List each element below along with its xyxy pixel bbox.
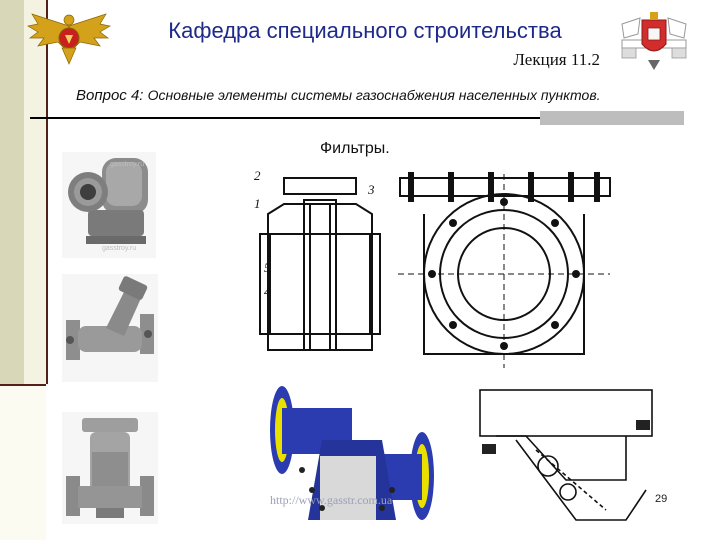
filter-photo-angular: gasstroy.ru gasstroy.ru — [62, 152, 156, 258]
filter-cross-section-drawing — [476, 380, 656, 536]
drawing-label: 5 — [264, 260, 271, 275]
watermark-text: gasstroy.ru — [102, 245, 136, 252]
filter-photo-blue-render: http://www.gasstr.com.ua — [262, 380, 440, 536]
page-number: 29 — [655, 493, 668, 505]
question-heading: Вопрос 4: Основные элементы системы газо… — [76, 87, 696, 104]
watermark-text: http://www.gasstr.com.ua — [270, 493, 393, 507]
russian-eagle-emblem-icon — [27, 13, 111, 65]
drawing-label: 3 — [367, 182, 375, 197]
drawing-label: 1 — [254, 196, 261, 211]
drawing-label: 4 — [264, 284, 271, 299]
filter-photo-basket — [62, 412, 158, 524]
left-color-bar — [0, 0, 24, 384]
filter-photo-y-strainer — [62, 274, 158, 382]
left-accent-line — [0, 384, 46, 386]
filter-technical-drawing: 2 3 1 5 4 — [248, 164, 620, 374]
page-title: Кафедра специального строительства — [168, 18, 562, 43]
question-text: Основные элементы системы газоснабжения … — [147, 87, 601, 103]
divider-accent-bar — [540, 111, 684, 125]
department-crest-icon — [621, 12, 687, 70]
section-subtitle: Фильтры. — [320, 140, 390, 157]
left-accent-strip — [24, 0, 48, 384]
drawing-label: 2 — [254, 168, 261, 183]
divider-line — [30, 117, 540, 119]
lecture-number: Лекция 11.2 — [513, 50, 600, 69]
watermark-text: gasstroy.ru — [110, 161, 144, 168]
question-prefix: Вопрос 4: — [76, 87, 148, 104]
